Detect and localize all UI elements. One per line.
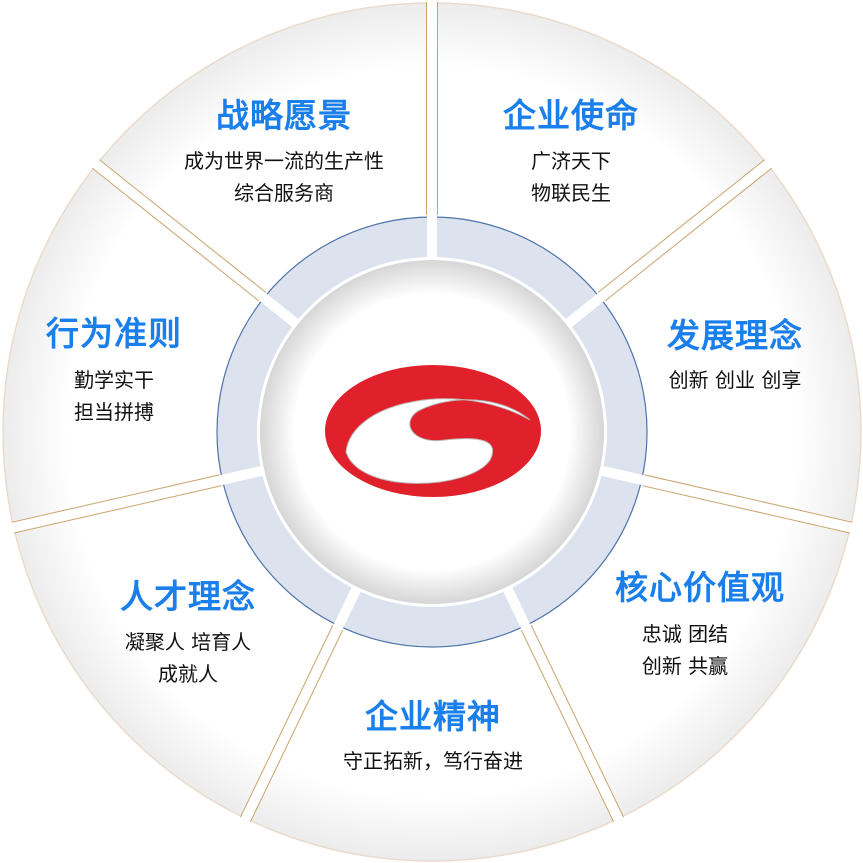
segment-text: 综合服务商: [234, 181, 334, 205]
segment-title: 战略愿景: [216, 96, 352, 135]
ring-gap: [1, 460, 287, 535]
ring-gap: [84, 153, 318, 343]
segment-text: 成就人: [158, 662, 218, 686]
segment-title: 人才理念: [120, 577, 256, 616]
ring-gap: [546, 153, 780, 343]
segment-title: 核心价值观: [615, 568, 785, 607]
ring-gap: [577, 460, 863, 535]
company-logo: [325, 365, 541, 497]
segment-text: 创新 创业 创享: [668, 368, 802, 392]
segment-text: 广济天下: [531, 149, 611, 173]
segment-text: 担当拼搏: [74, 400, 154, 424]
ring-gap: [236, 564, 372, 831]
segment-title: 发展理念: [667, 316, 803, 355]
segment-text: 成为世界一流的生产性: [184, 149, 384, 173]
ring-gap: [492, 564, 628, 831]
segment-text: 守正拓新，笃行奋进: [343, 749, 523, 773]
segment-text: 物联民生: [531, 181, 611, 205]
segment-text: 忠诚 团结: [641, 622, 729, 646]
segment-title: 企业使命: [503, 96, 639, 135]
segment-title: 企业精神: [365, 697, 501, 736]
segment-title: 行为准则: [46, 314, 182, 353]
segment-text: 凝聚人 培育人: [124, 630, 252, 654]
segment-text: 勤学实干: [74, 368, 154, 392]
segment-text: 创新 共赢: [641, 654, 729, 678]
